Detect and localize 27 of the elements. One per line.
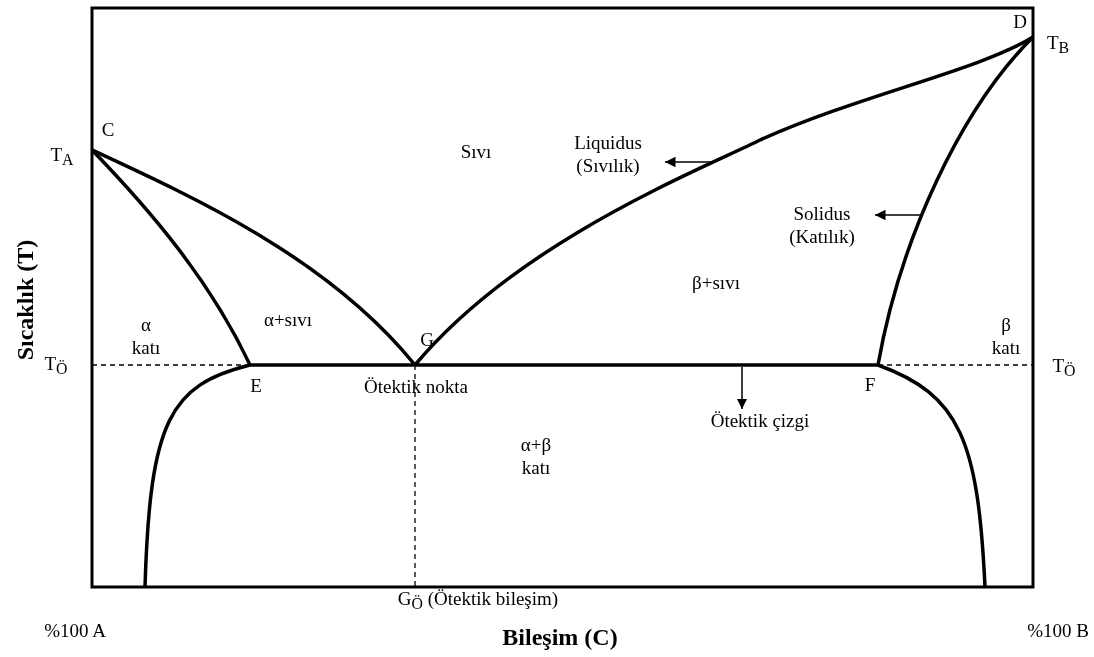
region-label: β+sıvı [692, 271, 740, 295]
point-label: C [101, 118, 115, 142]
region-label: β katı [991, 314, 1021, 360]
axis-label: %100 B [1027, 619, 1089, 643]
line-label: Ötektik çizgi [690, 410, 830, 433]
axis-title: Sıcaklık (T) [10, 239, 39, 361]
axis-label: G$_{Ö}$ (Ötektik bileşim) [397, 587, 559, 615]
region-label: α+β katı [519, 434, 553, 480]
temperature-label: T$_{Ö}$ [1052, 354, 1076, 382]
temperature-label: T$_{B}$ [1046, 31, 1070, 59]
point-label: F [864, 373, 876, 397]
region-label: α katı [131, 314, 161, 360]
temperature-label: T$_{Ö}$ [44, 352, 68, 380]
axis-label: %100 A [44, 619, 106, 643]
point-label: E [250, 374, 262, 398]
leader-arrow [874, 209, 922, 221]
region-label: Sıvı [460, 140, 492, 164]
region-label: α+sıvı [263, 308, 313, 332]
point-label: Ötektik nokta [364, 375, 468, 399]
leader-arrow [664, 156, 713, 168]
leader-arrow [736, 366, 748, 410]
curve-label: Solidus (Katılık) [770, 203, 874, 249]
point-label: D [1013, 10, 1027, 34]
curve-label: Liquidus (Sıvılık) [552, 132, 664, 178]
point-label: G [420, 328, 434, 352]
axis-title: Bileşim (C) [502, 622, 618, 652]
temperature-label: T$_{A}$ [50, 143, 74, 171]
